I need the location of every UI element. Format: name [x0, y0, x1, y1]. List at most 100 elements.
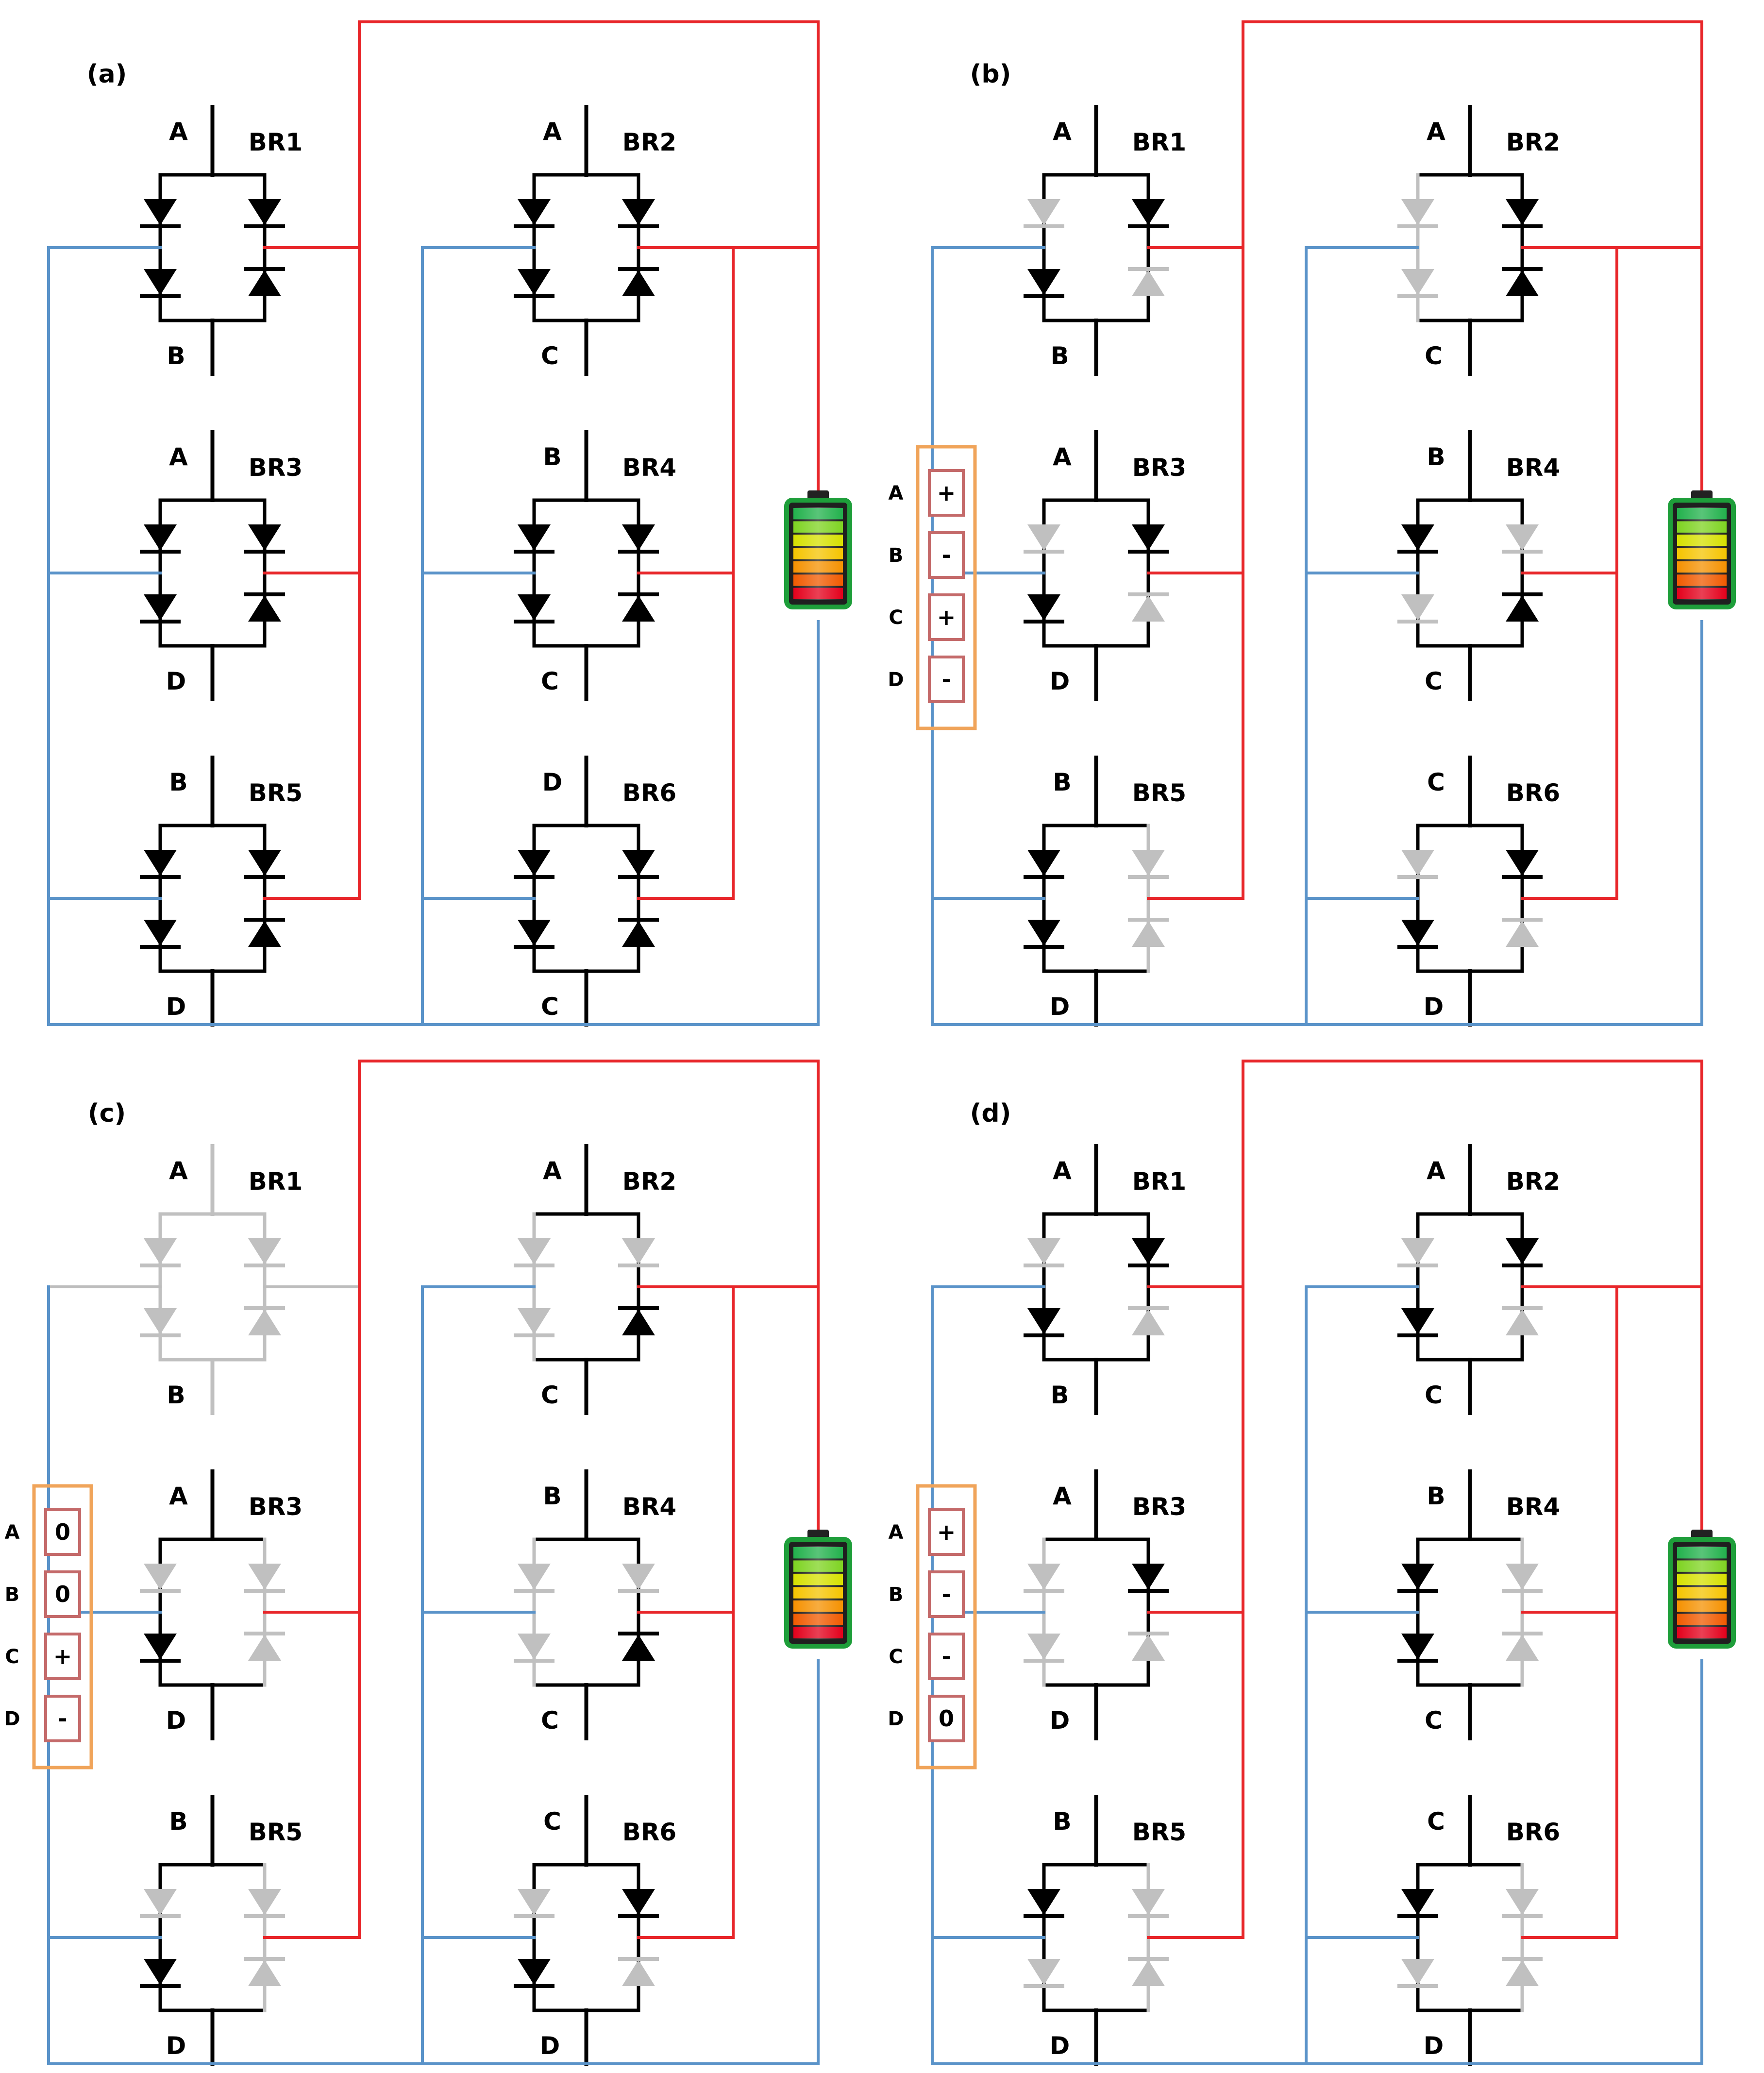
positive-bus-top: [1242, 1060, 1703, 1530]
diode-triangle: [518, 850, 551, 876]
diode-triangle: [1506, 595, 1539, 622]
positive-bus-top: [358, 20, 820, 490]
io-value: 0: [939, 1705, 954, 1732]
bridge-name: BR4: [622, 1493, 676, 1521]
terminal-label-top: A: [543, 1157, 562, 1185]
io-terminal-label: B: [5, 1584, 20, 1606]
diode-right-lower: [1128, 918, 1169, 947]
terminal-label-bottom: D: [1424, 2032, 1444, 2060]
diode-triangle: [622, 921, 655, 947]
diode-triangle: [622, 1635, 655, 1661]
diode-left-upper: [1024, 1564, 1064, 1593]
io-value-box: [44, 1633, 81, 1680]
diode-triangle: [248, 1960, 281, 1986]
diode-triangle: [1401, 269, 1434, 295]
diode-right-upper: [618, 1238, 659, 1267]
bridge-name: BR2: [622, 128, 676, 156]
io-panel-frame: [916, 1484, 977, 1770]
terminal-label-bottom: C: [541, 342, 559, 370]
battery-icon: [784, 1530, 852, 1649]
diode-left-lower: [1024, 269, 1064, 298]
diode-left-upper: [1397, 850, 1438, 879]
diode-triangle: [622, 1960, 655, 1986]
diode-triangle: [518, 269, 551, 295]
diode-right-lower: [618, 592, 659, 622]
diode-triangle: [248, 1635, 281, 1661]
diode-triangle: [622, 595, 655, 622]
diode-left-lower: [514, 1634, 554, 1663]
io-value-box: [928, 1508, 965, 1556]
diode-left-upper: [140, 524, 181, 554]
diode-triangle: [518, 1308, 551, 1334]
io-value: -: [941, 1581, 951, 1607]
diode-triangle: [1401, 1564, 1434, 1590]
diode-triangle: [1132, 1309, 1165, 1335]
diode-triangle: [144, 1634, 177, 1660]
diode-triangle: [1132, 921, 1165, 947]
diode-left-lower: [1397, 269, 1438, 298]
diode-triangle: [248, 1309, 281, 1335]
terminal-label-top: A: [1427, 118, 1445, 146]
panel-label: (b): [970, 60, 1011, 89]
diode-triangle: [1506, 1309, 1539, 1335]
diode-triangle: [518, 594, 551, 621]
diode-triangle: [248, 1238, 281, 1264]
diode-triangle: [622, 199, 655, 225]
diode-left-upper: [514, 1889, 554, 1918]
bridge-name: BR5: [249, 779, 302, 807]
io-terminal-label: C: [889, 607, 903, 629]
diode-left-upper: [1397, 1564, 1438, 1593]
io-terminal-label: C: [5, 1646, 19, 1668]
terminal-label-top: C: [1427, 1807, 1445, 1836]
diode-triangle: [1132, 199, 1165, 225]
diode-triangle: [518, 1238, 551, 1264]
diode-right-upper: [1128, 524, 1169, 554]
diode-right-lower: [618, 1632, 659, 1661]
terminal-label-top: A: [1053, 1157, 1072, 1185]
io-value-box: [928, 1695, 965, 1742]
terminal-label-bottom: D: [1424, 993, 1444, 1021]
diode-triangle: [248, 270, 281, 296]
diode-triangle: [1132, 1889, 1165, 1915]
diode-left-upper: [1024, 850, 1064, 879]
diode-triangle: [1401, 524, 1434, 551]
diode-triangle: [248, 921, 281, 947]
diode-right-upper: [1128, 1889, 1169, 1918]
diode-triangle: [1132, 1960, 1165, 1986]
io-value: +: [937, 604, 956, 630]
io-value-box: [928, 469, 965, 517]
diode-left-upper: [514, 524, 554, 554]
diode-right-lower: [618, 1306, 659, 1335]
diode-triangle: [144, 269, 177, 295]
terminal-label-top: B: [543, 443, 561, 471]
diode-triangle: [518, 1564, 551, 1590]
io-value-box: [928, 1570, 965, 1618]
battery-icon: [1668, 1530, 1736, 1649]
terminal-label-bottom: B: [1050, 342, 1069, 370]
diode-triangle: [1401, 1889, 1434, 1915]
io-value: +: [53, 1643, 72, 1669]
diode-triangle: [248, 850, 281, 876]
bridge-name: BR6: [622, 1818, 676, 1846]
diode-left-upper: [514, 850, 554, 879]
bridge-name: BR1: [249, 1167, 302, 1196]
terminal-label-bottom: C: [541, 1381, 559, 1409]
diode-triangle: [518, 524, 551, 551]
bridge-name: BR2: [1506, 128, 1560, 156]
io-value-box: [928, 531, 965, 579]
io-terminal-label: A: [889, 482, 904, 505]
diode-left-lower: [1397, 920, 1438, 949]
terminal-label-top: C: [543, 1807, 561, 1836]
diode-right-upper: [1128, 199, 1169, 228]
io-terminal-label: B: [889, 544, 904, 567]
diode-right-upper: [1128, 1238, 1169, 1267]
